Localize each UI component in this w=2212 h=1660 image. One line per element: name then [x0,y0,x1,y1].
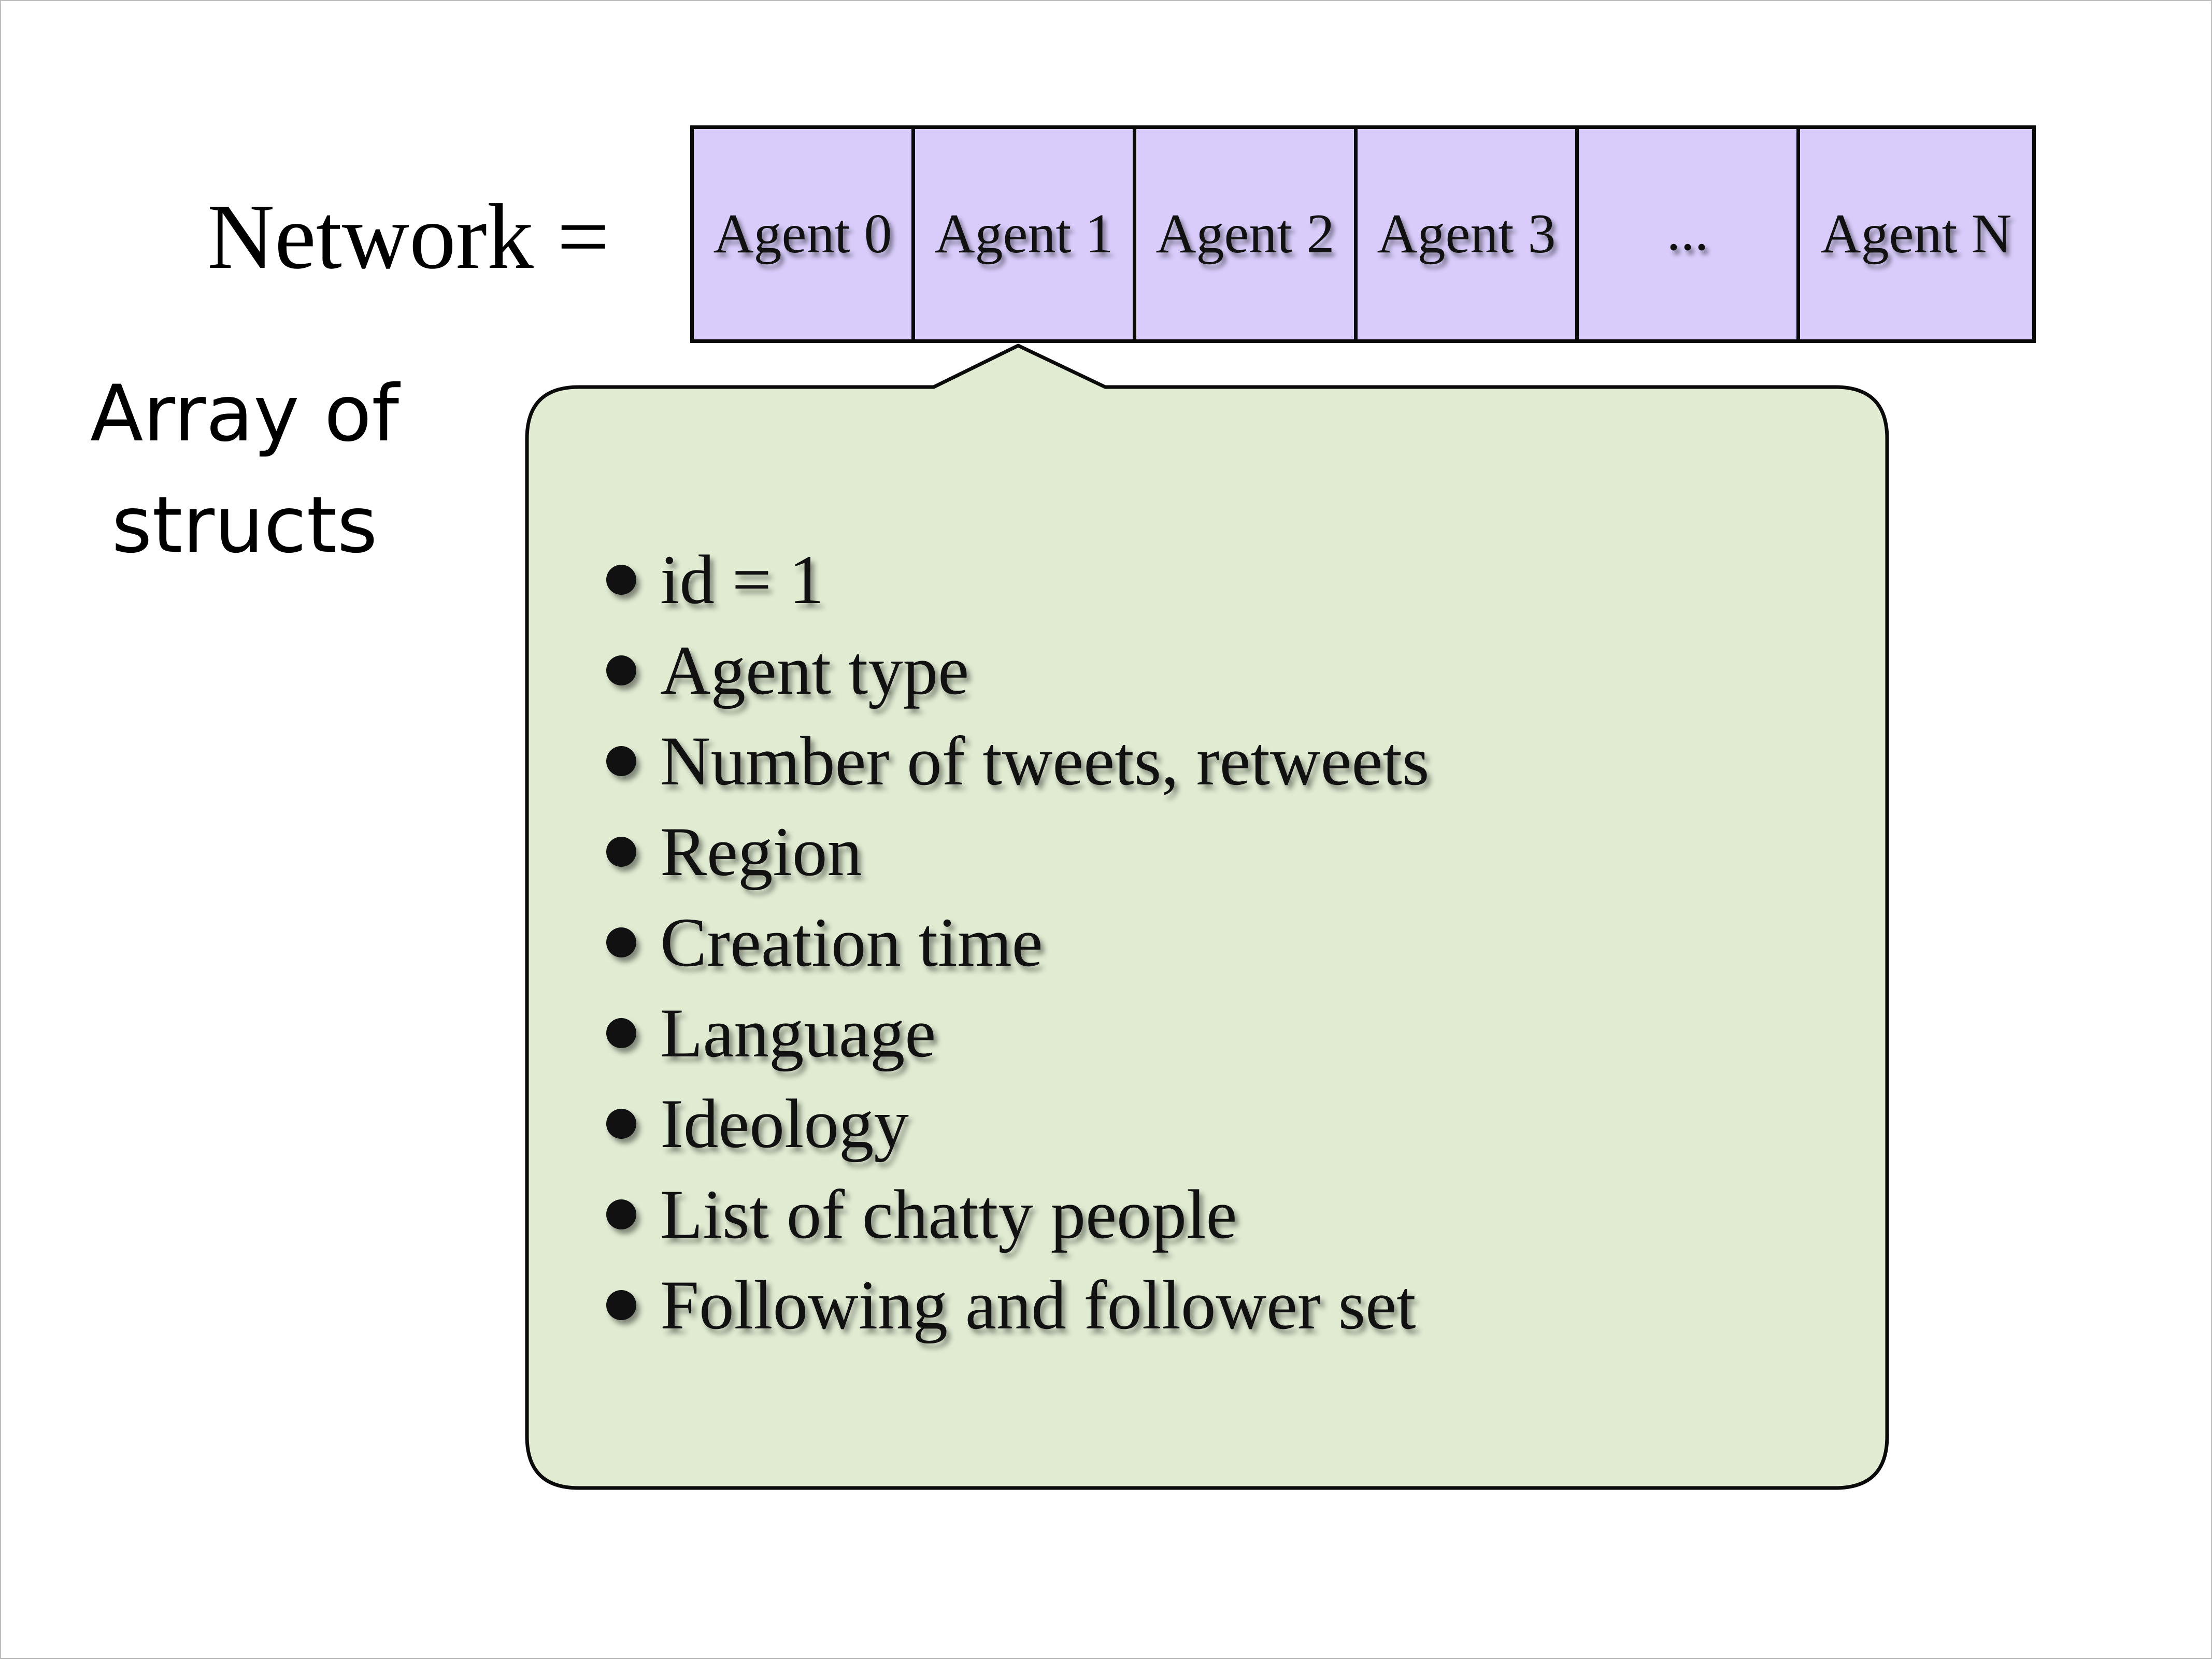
bullet-icon [606,1199,636,1229]
list-item: Ideology [602,1079,1429,1169]
agent-cell-1: Agent 1 [911,125,1136,343]
attribute-label: Region [660,813,862,891]
bullet-icon [606,655,636,685]
agent-cell-ellipsis: ... [1575,125,1800,343]
attribute-label: id = 1 [660,541,824,619]
agent-array: Agent 0 Agent 1 Agent 2 Agent 3 ... Agen… [690,125,2036,343]
attribute-label: Language [660,995,936,1072]
list-item: Following and follower set [602,1260,1429,1351]
list-item: Creation time [602,897,1429,988]
agent-cell-n: Agent N [1796,125,2036,343]
list-item: id = 1 [602,535,1429,625]
callout-shape [525,344,1889,1490]
network-label: Network = [207,185,610,288]
bullet-icon [606,1290,636,1320]
bullet-icon [606,927,636,957]
bullet-icon [606,1109,636,1139]
attribute-label: List of chatty people [660,1176,1237,1253]
attribute-label: Creation time [660,904,1043,981]
list-item: Language [602,988,1429,1079]
agent-cell-2: Agent 2 [1133,125,1358,343]
list-item: List of chatty people [602,1169,1429,1260]
attribute-label: Following and follower set [660,1267,1416,1344]
attribute-label: Agent type [660,632,969,709]
attribute-list: id = 1 Agent type Number of tweets, retw… [602,535,1429,1351]
agent-cell-3: Agent 3 [1354,125,1579,343]
attribute-label: Ideology [660,1085,909,1163]
bullet-icon [606,1018,636,1048]
bullet-icon [606,565,636,595]
attribute-label: Number of tweets, retweets [660,723,1430,800]
list-item: Number of tweets, retweets [602,716,1429,807]
bullet-icon [606,746,636,776]
list-item: Region [602,807,1429,897]
list-item: Agent type [602,625,1429,716]
subtitle: Array of structs [90,369,399,570]
bullet-icon [606,837,636,867]
